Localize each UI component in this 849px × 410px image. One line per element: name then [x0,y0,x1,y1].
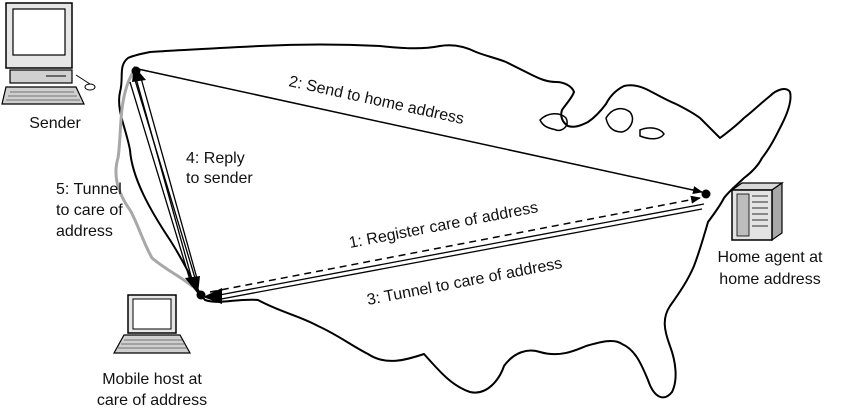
step3-tunnel-arrow [203,203,705,304]
laptop-icon [112,294,192,354]
step4-label-line2: to sender [186,170,253,187]
great-lakes [539,107,665,140]
mobile-host-node-dot [196,290,206,300]
step1-label: 1: Register care of address [348,199,540,252]
sender-label: Sender [29,115,81,132]
step4-label-line1: 4: Reply [186,150,245,167]
step5-tunnel-arrow [129,79,200,294]
sender-node-dot [131,66,141,76]
step3-label: 3: Tunnel to care of address [366,255,564,309]
step5-label-line3: address [56,223,113,240]
mobile-host-label-line2: care of address [97,392,207,409]
step2-label: 2: Send to home address [287,73,465,128]
step5-label-line1: 5: Tunnel [56,181,122,198]
server-icon [730,181,784,242]
home-agent-label-line2: home address [719,271,820,288]
mobile-host-label-line1: Mobile host at [102,371,202,388]
us-map-outline [118,43,792,399]
step2-arrow [137,68,703,194]
step5-label-line2: to care of [56,202,123,219]
home-agent-label-line1: Home agent at [718,249,824,266]
desktop-computer-icon [1,2,96,105]
home-agent-node-dot [701,189,711,199]
step5-tunnel-path [114,72,194,288]
